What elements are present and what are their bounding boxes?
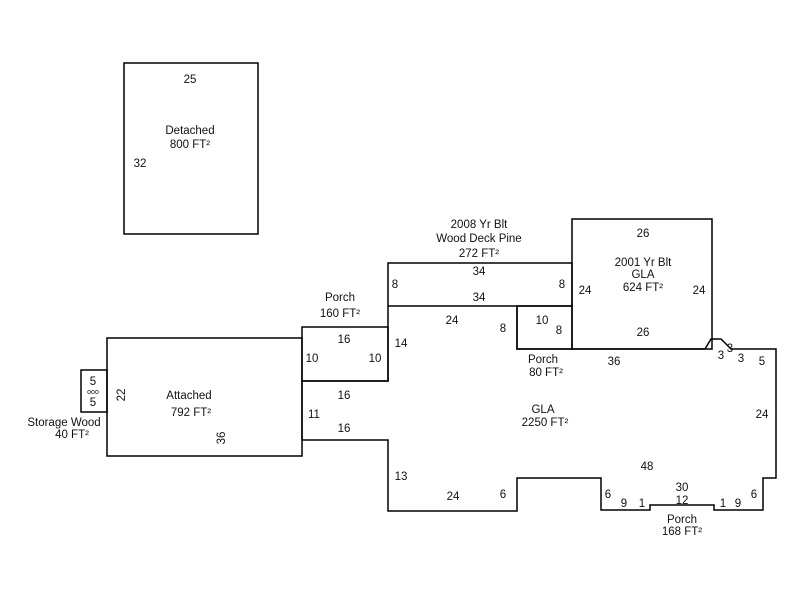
gla2001-dim-right: 24: [693, 285, 706, 297]
porch168-area: 168 FT²: [662, 526, 702, 538]
gla-dim-6: 6: [500, 489, 506, 501]
storage-dim-top: 5: [90, 376, 96, 388]
deck-year: 2008 Yr Blt: [451, 219, 508, 231]
attached-area: 792 FT²: [171, 407, 211, 419]
gla-dim-36: 36: [608, 356, 621, 368]
deck-area: 272 FT²: [459, 248, 499, 260]
gla-dim-24-bottom: 24: [447, 491, 460, 503]
porch168-dim-6-left: 6: [605, 489, 611, 501]
detached-area: 800 FT²: [170, 139, 210, 151]
porch80-outline: [516, 305, 573, 350]
attached-dim-left: 22: [116, 389, 128, 402]
gla-dim-16b: 16: [338, 423, 351, 435]
porch80-dim-top: 10: [536, 315, 549, 327]
deck-dim-right: 8: [559, 279, 565, 291]
porch160-dim-top: 16: [338, 334, 351, 346]
gla-dim-13: 13: [395, 471, 408, 483]
gla-dim-3b: 3: [727, 343, 733, 355]
gla-label: GLA: [531, 404, 554, 416]
gla2001-dim-left: 24: [579, 285, 592, 297]
gla2001-label: GLA: [631, 269, 654, 281]
gla-dim-14: 14: [395, 338, 408, 350]
detached-outline: [123, 62, 259, 235]
gla-dim-24-right: 24: [756, 409, 769, 421]
gla2001-area: 624 FT²: [623, 282, 663, 294]
detached-dim-left: 32: [134, 158, 147, 170]
deck-dim-left: 8: [392, 279, 398, 291]
deck-dim-bottom: 34: [473, 292, 486, 304]
gla2001-dim-top: 26: [637, 228, 650, 240]
storage-label: Storage Wood: [27, 417, 100, 429]
porch168-dim-30: 30: [676, 482, 689, 494]
gla-dim-5: 5: [759, 356, 765, 368]
gla-dim-24-top: 24: [446, 315, 459, 327]
attached-dim-bottom: 36: [216, 432, 228, 445]
gla-dim-8: 8: [500, 323, 506, 335]
storage-dim-bottom: 5: [90, 397, 96, 409]
porch168-dim-12: 12: [676, 495, 689, 507]
porch80-area: 80 FT²: [529, 367, 563, 379]
gla-dim-3a: 3: [718, 350, 724, 362]
gla-area: 2250 FT²: [522, 417, 569, 429]
gla-outline: [301, 306, 777, 512]
porch80-label: Porch: [528, 354, 558, 366]
gla2001-year: 2001 Yr Blt: [615, 257, 672, 269]
porch160-dim-right: 10: [369, 353, 382, 365]
gla-dim-3c: 3: [738, 353, 744, 365]
porch80-dim-right: 8: [556, 325, 562, 337]
porch168-dim-9-left: 9: [621, 498, 627, 510]
porch168-dim-9-right: 9: [735, 498, 741, 510]
storage-symbol: ooo: [87, 389, 99, 396]
deck-dim-top: 34: [473, 266, 486, 278]
porch160-label: Porch: [325, 292, 355, 304]
porch168-dim-1-right: 1: [720, 498, 726, 510]
deck-label: Wood Deck Pine: [436, 233, 521, 245]
porch160-dim-left: 10: [306, 353, 319, 365]
gla-dim-16: 16: [338, 390, 351, 402]
detached-label: Detached: [165, 125, 214, 137]
detached-dim-top: 25: [184, 74, 197, 86]
gla-dim-11: 11: [308, 409, 320, 421]
attached-label: Attached: [166, 390, 211, 402]
gla2001-dim-bottom: 26: [637, 327, 650, 339]
storage-area: 40 FT²: [55, 429, 89, 441]
porch168-dim-1-left: 1: [639, 498, 645, 510]
porch168-dim-6-right: 6: [751, 489, 757, 501]
porch160-area: 160 FT²: [320, 308, 360, 320]
porch168-label: Porch: [667, 514, 697, 526]
gla-dim-48: 48: [641, 461, 654, 473]
